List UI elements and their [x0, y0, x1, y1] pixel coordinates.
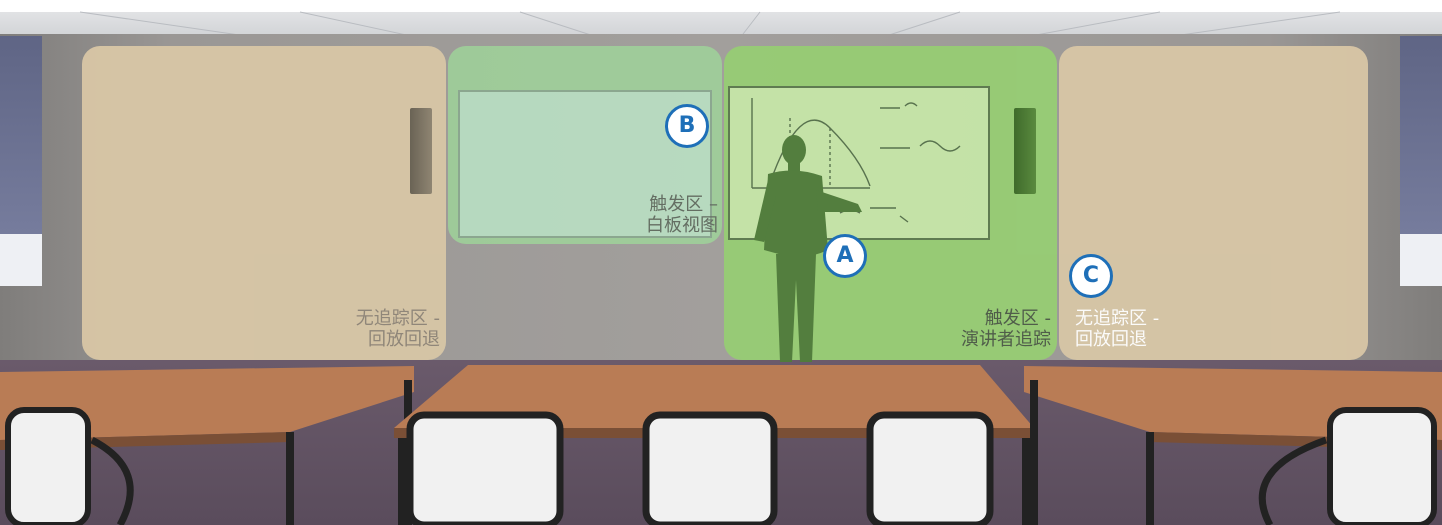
zone-whiteboard-trigger-label: 触发区 – 白板视图 [646, 194, 718, 236]
ceiling-edge [0, 0, 1442, 12]
marker-c: C [1069, 254, 1113, 298]
zone-no-track-right-label: 无追踪区 - 回放回退 [1075, 308, 1160, 350]
chairs [5, 407, 1437, 525]
presenter-silhouette [754, 135, 862, 362]
speaker-left [410, 108, 432, 194]
marker-a: A [823, 234, 867, 278]
zone-presenter-trigger-label: 触发区 - 演讲者追踪 [961, 308, 1051, 350]
window-left [0, 36, 42, 286]
zone-no-track-left-label: 无追踪区 - 回放回退 [355, 308, 440, 350]
zone-no-track-left: 无追踪区 - 回放回退 [82, 46, 446, 360]
zone-presenter-trigger: 触发区 - 演讲者追踪 [724, 46, 1057, 362]
ceiling-lines [79, 11, 1341, 39]
zone-no-track-right: 无追踪区 - 回放回退 [1059, 46, 1368, 360]
speaker-right [1014, 108, 1036, 194]
window-right [1400, 36, 1442, 286]
marker-b: B [665, 104, 709, 148]
